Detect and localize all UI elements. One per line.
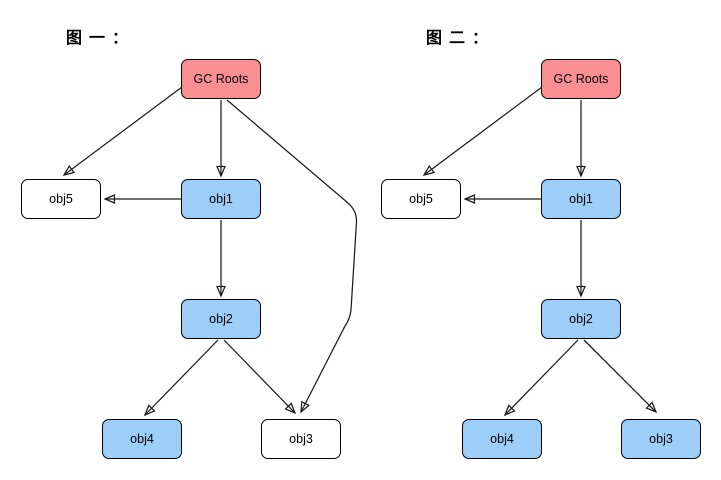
node-obj5-diagram1: obj5	[21, 179, 101, 219]
node-obj5-diagram2: obj5	[381, 179, 461, 219]
edge-gcroots-to-obj3-curved-d1	[226, 99, 358, 412]
node-obj2-diagram1: obj2	[181, 299, 261, 339]
node-obj3-diagram1: obj3	[261, 419, 341, 459]
node-obj3-diagram2: obj3	[621, 419, 701, 459]
node-gc-roots-diagram1: GC Roots	[181, 59, 261, 99]
edge-gcroots-to-obj5-d2	[424, 86, 543, 175]
node-obj2-diagram2: obj2	[541, 299, 621, 339]
edge-obj2-to-obj4-d2	[505, 339, 579, 415]
edge-obj2-to-obj3-d1	[223, 339, 295, 413]
diagram1-title: 图一：	[66, 30, 136, 47]
diagram2-title: 图二：	[426, 30, 496, 47]
node-obj4-diagram1: obj4	[102, 419, 182, 459]
node-obj1-diagram1: obj1	[181, 179, 261, 219]
node-obj4-diagram2: obj4	[462, 419, 542, 459]
node-obj1-diagram2: obj1	[541, 179, 621, 219]
edge-obj2-to-obj3-d2	[583, 339, 656, 412]
edge-gcroots-to-obj5-d1	[64, 86, 183, 175]
node-gc-roots-diagram2: GC Roots	[541, 59, 621, 99]
edge-obj2-to-obj4-d1	[145, 339, 219, 415]
